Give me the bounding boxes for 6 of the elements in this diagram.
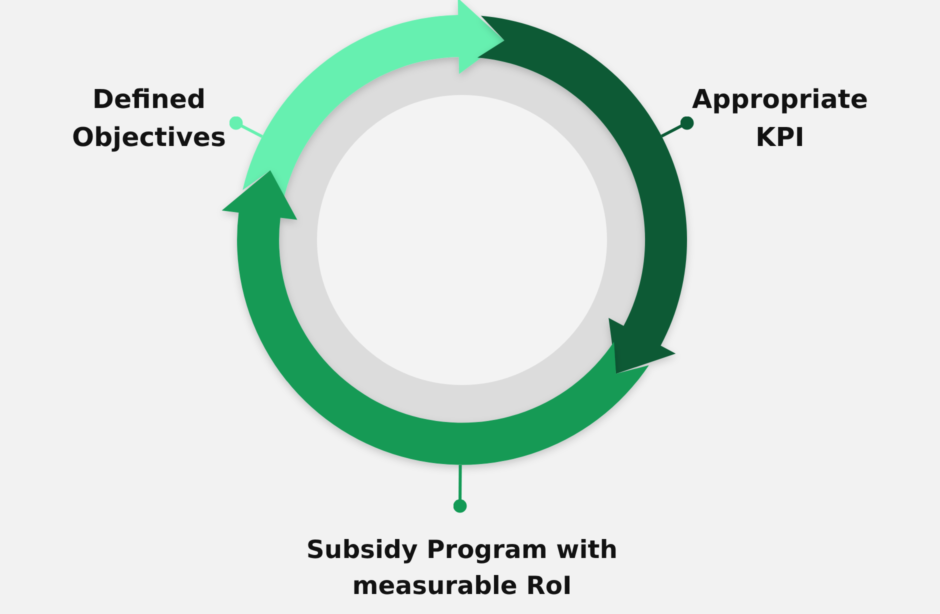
leader-line	[229, 116, 263, 138]
leader-line	[660, 116, 694, 138]
leader-line	[453, 464, 467, 513]
step-label: Subsidy Program with measurable RoI	[232, 504, 692, 604]
step-label: Defined Objectives	[62, 82, 236, 158]
step-label: Appropriate KPI	[688, 82, 872, 158]
